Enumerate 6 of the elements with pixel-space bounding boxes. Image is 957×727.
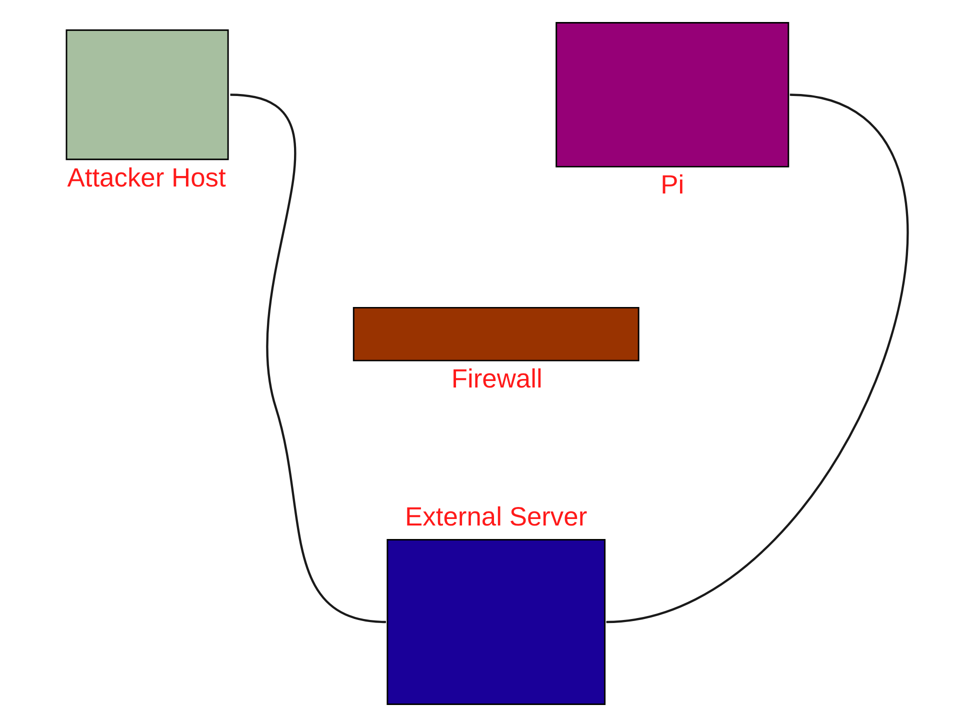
node-label: External Server bbox=[405, 502, 588, 532]
node-label: Firewall bbox=[451, 364, 542, 394]
connector bbox=[230, 94, 386, 624]
node-label: Pi bbox=[660, 170, 684, 200]
connector bbox=[606, 94, 909, 624]
node-label: Attacker Host bbox=[67, 162, 226, 192]
